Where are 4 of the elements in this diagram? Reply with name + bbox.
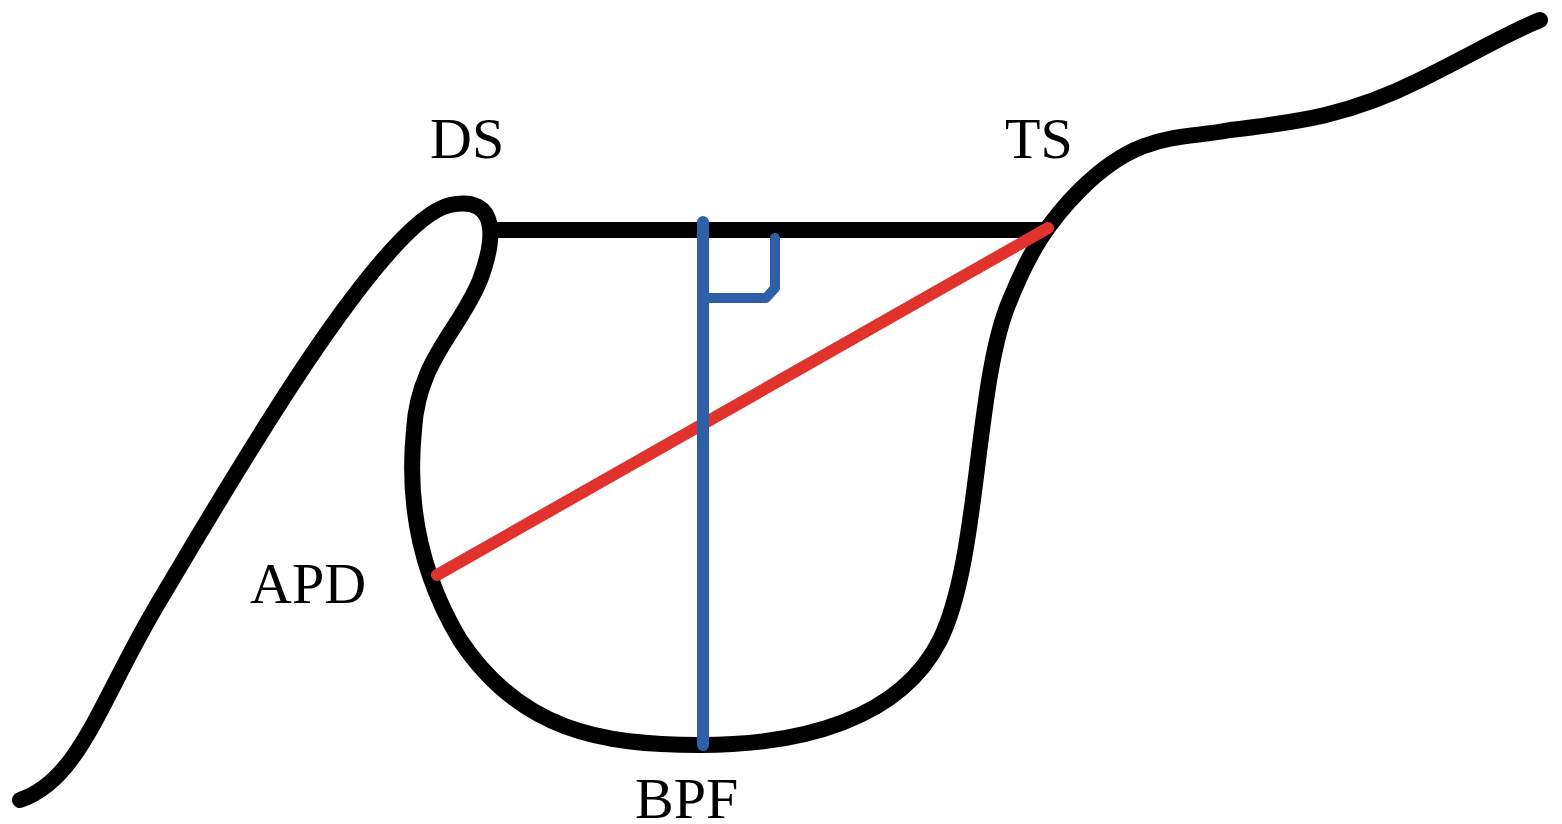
- point-label: APD: [250, 555, 367, 613]
- point-label: DS: [430, 110, 505, 168]
- point-label: TS: [1005, 110, 1073, 168]
- point-label: BPF: [635, 770, 739, 824]
